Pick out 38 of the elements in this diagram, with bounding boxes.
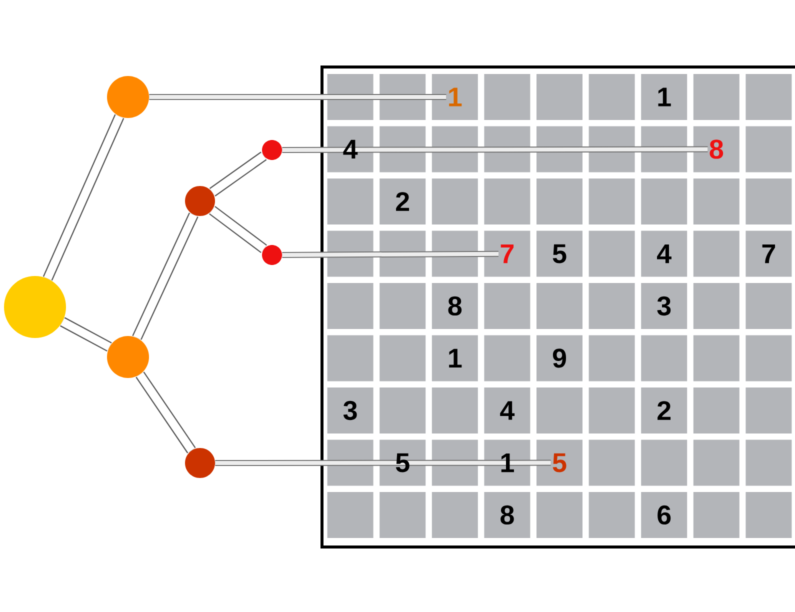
digit: 1 (658, 88, 671, 106)
circle-node (262, 245, 282, 265)
connector-tube (136, 372, 196, 454)
circle-node (262, 140, 282, 160)
connector-tube (209, 206, 267, 254)
connector-tube (132, 212, 198, 340)
digit: 3 (343, 400, 357, 420)
digit: 8 (448, 296, 462, 316)
digit: 4 (657, 244, 672, 264)
digit: 7 (762, 244, 776, 264)
digit: 5 (552, 244, 566, 264)
digit: 2 (658, 401, 671, 420)
leader-line (282, 146, 708, 153)
highlighted-digit: 5 (552, 453, 566, 472)
digit: 6 (658, 505, 671, 525)
highlighted-digit: 7 (500, 244, 514, 264)
digit: 4 (500, 401, 515, 420)
highlighted-digit: 8 (710, 140, 724, 159)
leader-line (149, 94, 446, 100)
connector-tube (209, 152, 267, 196)
circle-node (107, 76, 149, 118)
connector-tube (60, 317, 112, 352)
leader-line (282, 250, 498, 258)
circle-node (107, 336, 149, 378)
digit: 2 (396, 192, 410, 211)
circle-node (4, 276, 66, 338)
digit: 4 (343, 140, 358, 158)
digit: 9 (552, 348, 566, 368)
connector-tube (42, 114, 124, 281)
circle-node (185, 186, 215, 216)
highlighted-digit: 1 (449, 88, 462, 106)
digit: 1 (449, 348, 462, 368)
digit: 1 (501, 454, 514, 472)
leader-line (215, 460, 551, 466)
digit: 5 (396, 453, 410, 472)
digit: 3 (657, 296, 671, 316)
digit: 8 (500, 505, 514, 525)
circle-node (185, 448, 215, 478)
